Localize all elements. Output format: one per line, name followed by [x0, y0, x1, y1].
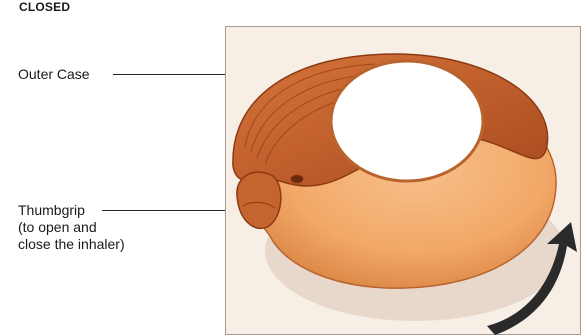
inhaler-illustration [225, 26, 581, 335]
outer-case-label: Outer Case [18, 66, 90, 83]
diagram-heading: CLOSED [19, 0, 70, 14]
case-hole [291, 175, 303, 183]
thumbgrip-label-line-2: (to open and [18, 219, 125, 236]
thumbgrip-label-line-3: close the inhaler) [18, 236, 125, 253]
inhaler-window [331, 61, 483, 181]
